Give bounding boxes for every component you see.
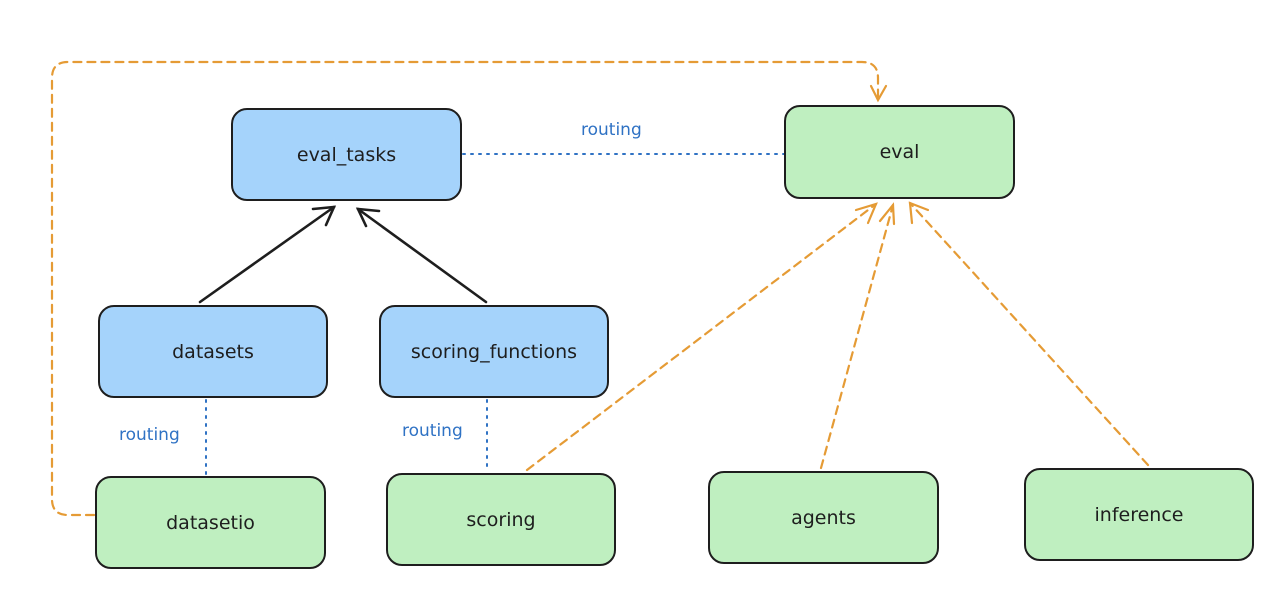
node-eval-label: eval bbox=[879, 141, 920, 163]
arrow-inference-to-eval bbox=[908, 201, 1150, 467]
node-inference: inference bbox=[1024, 468, 1254, 561]
node-datasetio-label: datasetio bbox=[166, 511, 255, 534]
arrow-datasets-to-eval-tasks bbox=[198, 205, 337, 304]
node-scoring-functions: scoring_functions bbox=[379, 305, 609, 398]
edge-label-eval-tasks-eval: routing bbox=[581, 120, 642, 140]
arrow-scoring-to-eval bbox=[525, 202, 878, 472]
node-eval-tasks: eval_tasks bbox=[231, 108, 462, 201]
node-datasetio: datasetio bbox=[95, 476, 326, 569]
node-datasets-label: datasets bbox=[172, 340, 254, 363]
node-agents: agents bbox=[708, 471, 939, 564]
node-scoring-functions-label: scoring_functions bbox=[410, 340, 578, 363]
node-agents-label: agents bbox=[791, 506, 856, 529]
node-scoring-label: scoring bbox=[466, 508, 536, 531]
node-eval: eval bbox=[784, 105, 1015, 199]
arrow-scoring-functions-to-eval-tasks bbox=[355, 207, 488, 304]
node-inference-label: inference bbox=[1094, 503, 1184, 526]
arrow-datasetio-to-eval bbox=[50, 60, 888, 517]
node-datasets: datasets bbox=[98, 305, 328, 398]
edge-label-datasets-datasetio: routing bbox=[119, 425, 180, 445]
edge-label-scoring-functions-scoring: routing bbox=[402, 421, 463, 441]
node-eval-tasks-label: eval_tasks bbox=[296, 143, 397, 166]
node-scoring: scoring bbox=[386, 473, 616, 566]
arrow-agents-to-eval bbox=[819, 202, 896, 470]
